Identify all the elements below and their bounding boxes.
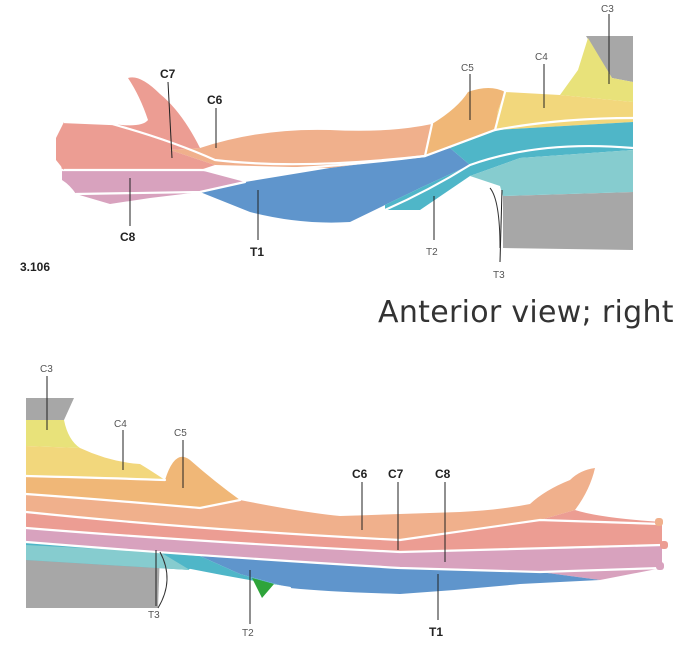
bottom-c3-region <box>26 420 80 448</box>
top-label-t1: T1 <box>250 245 264 259</box>
top-label-c8: C8 <box>120 230 136 244</box>
bottom-c4-region <box>26 446 165 480</box>
bottom-label-c8: C8 <box>435 467 451 481</box>
top-label-c3: C3 <box>601 4 614 15</box>
bottom-label-t1: T1 <box>429 625 443 639</box>
bottom-label-c6: C6 <box>352 467 368 481</box>
figure-caption: Anterior view; right <box>378 295 674 330</box>
figure-number: 3.106 <box>20 260 50 274</box>
top-label-c5: C5 <box>461 63 474 74</box>
top-label-c7: C7 <box>160 67 176 81</box>
top-label-t3: T3 <box>493 270 505 281</box>
bottom-label-c7: C7 <box>388 467 404 481</box>
top-label-c6: C6 <box>207 93 223 107</box>
top-label-c4: C4 <box>535 52 548 63</box>
bottom-neck-block <box>26 398 74 420</box>
top-trunk-block <box>503 192 633 250</box>
top-arm-diagram <box>56 36 633 250</box>
bottom-label-t3: T3 <box>148 610 160 621</box>
bottom-label-t2: T2 <box>242 628 254 639</box>
top-label-t2: T2 <box>426 247 438 258</box>
bottom-label-c4: C4 <box>114 419 127 430</box>
bottom-label-c3: C3 <box>40 364 53 375</box>
bottom-label-c5: C5 <box>174 428 187 439</box>
